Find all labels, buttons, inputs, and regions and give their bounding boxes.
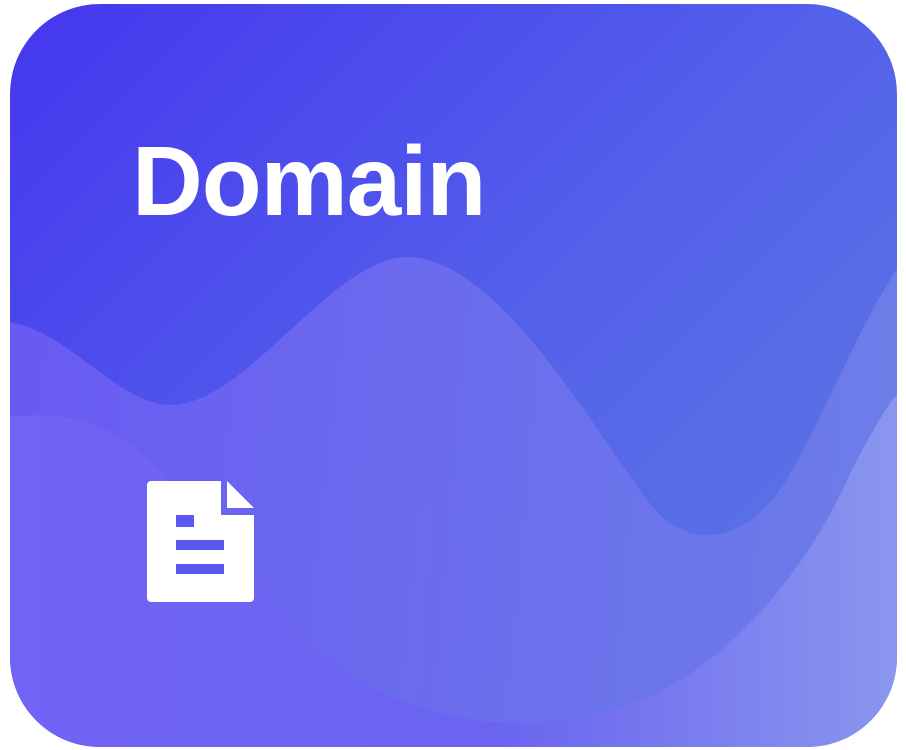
front-wave xyxy=(10,394,897,747)
domain-tile[interactable]: Domain xyxy=(10,4,897,747)
wave-background xyxy=(10,256,897,747)
tile-title: Domain xyxy=(132,126,486,236)
document-icon xyxy=(147,481,254,602)
